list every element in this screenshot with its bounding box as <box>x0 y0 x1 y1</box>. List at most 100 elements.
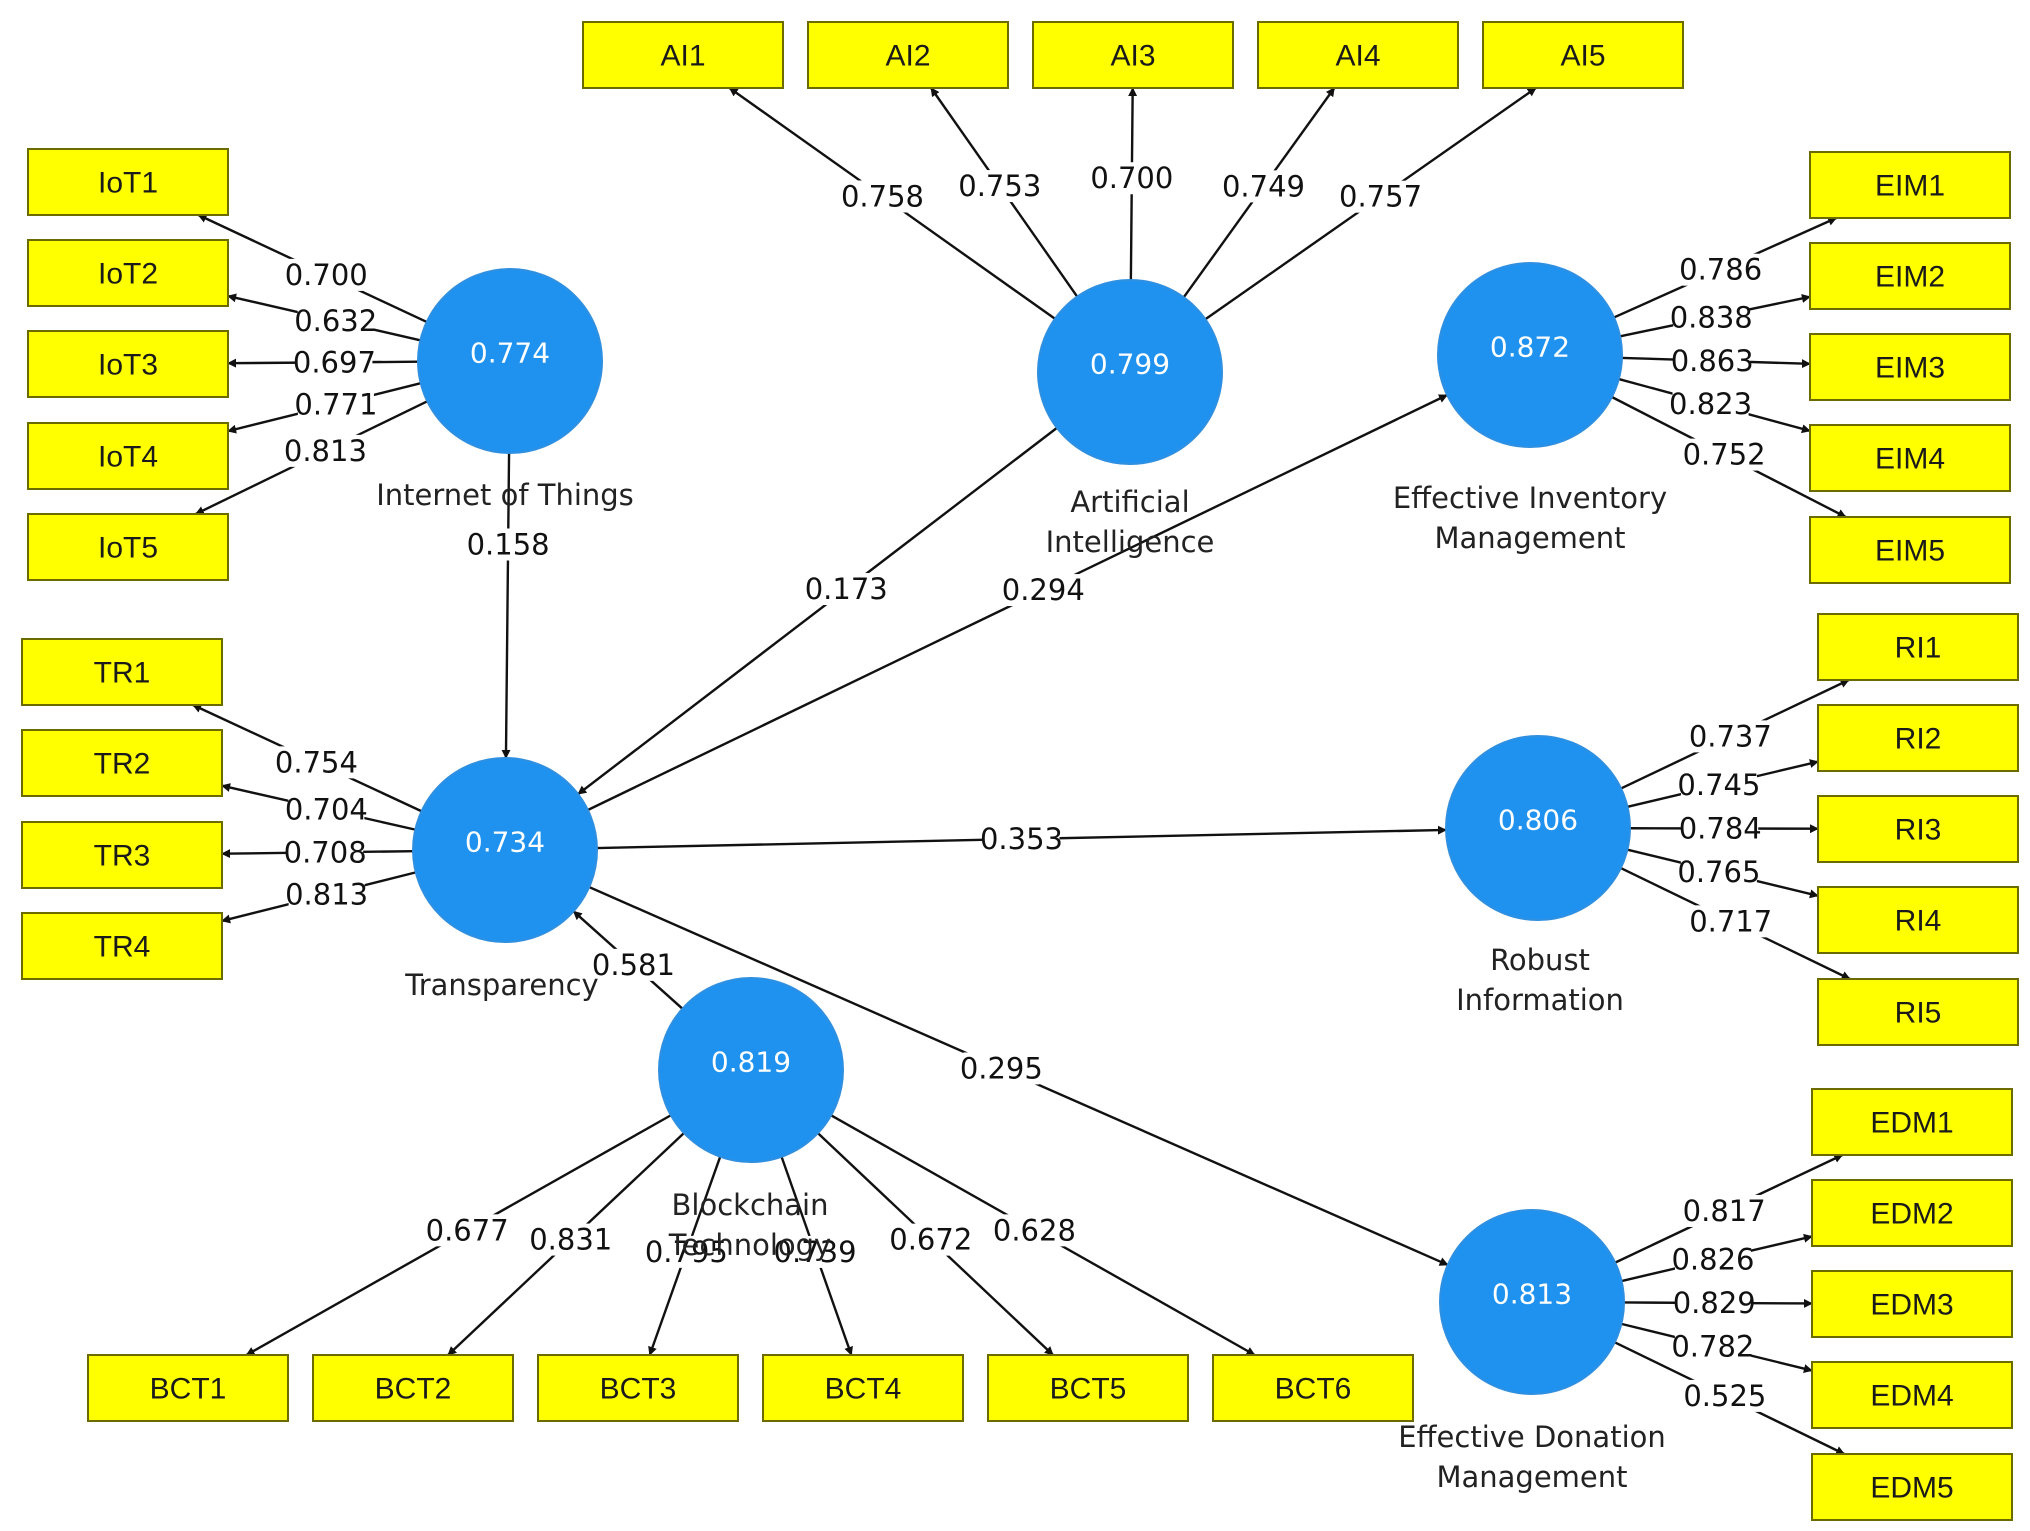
loading-iot2-bg <box>297 304 374 337</box>
indicator-iot2[interactable]: IoT2 <box>27 239 229 307</box>
loading-ri1-bg <box>1692 720 1769 753</box>
indicator-box <box>312 1354 514 1422</box>
indicator-iot4[interactable]: IoT4 <box>27 422 229 490</box>
indicator-bct4[interactable]: BCT4 <box>762 1354 964 1422</box>
indicator-tr1[interactable]: TR1 <box>21 638 223 706</box>
indicator-tr4[interactable]: TR4 <box>21 912 223 980</box>
indicator-box <box>582 21 784 89</box>
loading-bct2: 0.831 <box>529 1223 612 1257</box>
indicator-edm5[interactable]: EDM5 <box>1811 1453 2013 1521</box>
loading-bct1: 0.677 <box>426 1213 509 1247</box>
loading-bct5: 0.672 <box>889 1223 972 1257</box>
path-coef-tr-eim-bg <box>1005 574 1082 607</box>
indicator-label: IoT4 <box>98 441 158 474</box>
indicator-eim1[interactable]: EIM1 <box>1809 151 2011 219</box>
indicator-box <box>1809 151 2011 219</box>
loading-edm2-bg <box>1674 1243 1751 1276</box>
loading-ai4-bg <box>1225 170 1302 203</box>
indicator-edm1[interactable]: EDM1 <box>1811 1088 2013 1156</box>
loading-eim4-bg <box>1672 387 1749 420</box>
indicator-ai3[interactable]: AI3 <box>1032 21 1234 89</box>
indicator-tr3[interactable]: TR3 <box>21 821 223 889</box>
indicator-ri2[interactable]: RI2 <box>1817 704 2019 772</box>
indicator-box <box>1811 1453 2013 1521</box>
indicator-edm4[interactable]: EDM4 <box>1811 1361 2013 1429</box>
loading-eim4: 0.823 <box>1669 387 1752 421</box>
loading-eim3: 0.863 <box>1671 344 1754 378</box>
loading-bct4-bg <box>777 1235 854 1268</box>
path-coef-bct-tr: 0.581 <box>592 948 675 982</box>
path-coef-tr-eim: 0.294 <box>1002 573 1085 607</box>
indicator-bct3[interactable]: BCT3 <box>537 1354 739 1422</box>
loading-edm3-bg <box>1676 1286 1753 1319</box>
loading-iot2: 0.632 <box>294 304 377 338</box>
loading-iot4-bg <box>297 388 374 421</box>
indicator-bct2[interactable]: BCT2 <box>312 1354 514 1422</box>
indicator-ai4[interactable]: AI4 <box>1257 21 1459 89</box>
loading-ai5: 0.757 <box>1339 180 1422 214</box>
indicator-iot5[interactable]: IoT5 <box>27 513 229 581</box>
loading-iot1-bg <box>288 258 365 291</box>
indicator-ri4[interactable]: RI4 <box>1817 886 2019 954</box>
indicator-label: RI5 <box>1895 997 1942 1030</box>
indicator-ri3[interactable]: RI3 <box>1817 795 2019 863</box>
indicator-iot3[interactable]: IoT3 <box>27 330 229 398</box>
indicator-box <box>27 422 229 490</box>
path-coef-ai-tr-bg <box>808 573 885 606</box>
indicator-bct1[interactable]: BCT1 <box>87 1354 289 1422</box>
indicator-label: EDM1 <box>1870 1107 1953 1140</box>
indicator-label: EIM1 <box>1875 170 1945 203</box>
loading-bct6: 0.628 <box>993 1213 1076 1247</box>
loading-bct1-bg <box>429 1214 506 1247</box>
loading-iot1: 0.700 <box>285 258 368 292</box>
indicator-eim2[interactable]: EIM2 <box>1809 242 2011 310</box>
indicator-edm3[interactable]: EDM3 <box>1811 1270 2013 1338</box>
latent-name-line: Transparency <box>404 968 598 1002</box>
indicator-box <box>21 638 223 706</box>
indicator-box <box>27 513 229 581</box>
loading-ai1-bg <box>844 180 921 213</box>
indicator-ai5[interactable]: AI5 <box>1482 21 1684 89</box>
indicator-box <box>21 821 223 889</box>
path-arrow-ai-tr <box>577 426 1058 796</box>
indicator-eim3[interactable]: EIM3 <box>1809 333 2011 401</box>
indicator-iot1[interactable]: IoT1 <box>27 148 229 216</box>
latent-value: 0.774 <box>470 337 550 370</box>
loading-ai1: 0.758 <box>841 179 924 213</box>
indicator-label: RI3 <box>1895 814 1942 847</box>
latent-name-line: Blockchain <box>672 1188 829 1222</box>
indicator-ri1[interactable]: RI1 <box>1817 613 2019 681</box>
indicator-ai2[interactable]: AI2 <box>807 21 1009 89</box>
indicator-ri5[interactable]: RI5 <box>1817 978 2019 1046</box>
loading-iot3: 0.697 <box>293 345 376 379</box>
indicator-eim4[interactable]: EIM4 <box>1809 424 2011 492</box>
loading-edm4: 0.782 <box>1671 1329 1754 1363</box>
indicator-ai1[interactable]: AI1 <box>582 21 784 89</box>
indicator-eim5[interactable]: EIM5 <box>1809 516 2011 584</box>
latent-circle <box>417 268 603 454</box>
indicator-edm2[interactable]: EDM2 <box>1811 1179 2013 1247</box>
indicator-label: TR4 <box>94 931 151 964</box>
indicator-label: AI2 <box>885 40 930 73</box>
loading-bct3-bg <box>648 1235 725 1268</box>
indicator-bct6[interactable]: BCT6 <box>1212 1354 1414 1422</box>
loading-ai3-bg <box>1093 162 1170 195</box>
indicator-label: IoT5 <box>98 532 158 565</box>
indicator-box <box>1811 1179 2013 1247</box>
loading-edm5-bg <box>1686 1379 1763 1412</box>
loading-ri5-bg <box>1692 905 1769 938</box>
indicator-tr2[interactable]: TR2 <box>21 729 223 797</box>
indicator-bct5[interactable]: BCT5 <box>987 1354 1189 1422</box>
path-coef-tr-ri-bg <box>983 823 1060 855</box>
indicator-box <box>1817 978 2019 1046</box>
indicator-box <box>1811 1088 2013 1156</box>
